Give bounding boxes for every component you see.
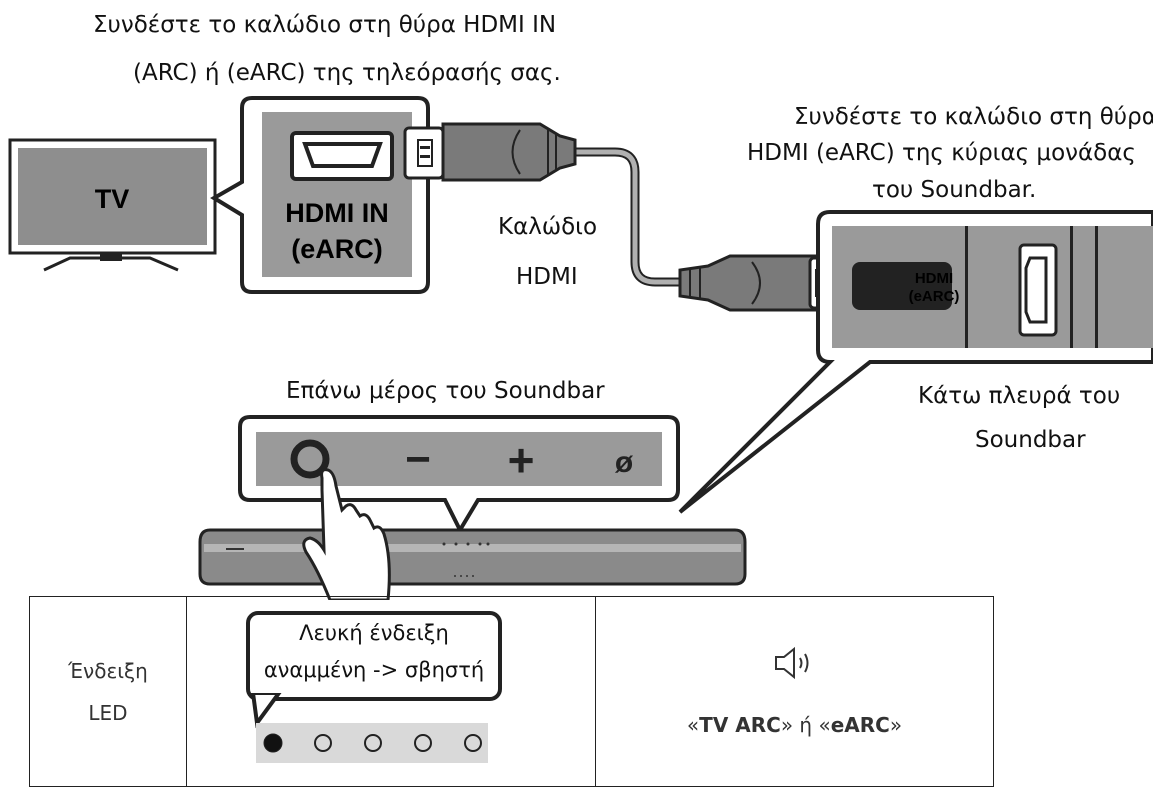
cable-caption-line2: HDMI [516,264,578,290]
led-strip [256,723,488,763]
volume-down-icon: − [405,435,431,484]
tv-label: TV [95,184,130,214]
volume-up-icon: + [508,434,535,486]
soundbar-icon [198,528,747,586]
soundbar-port-label-line2: (eARC) [909,288,960,305]
power-button-icon [290,439,330,479]
tv-port-label-line2: (eARC) [291,234,383,264]
tv-port-label-line1: HDMI IN [285,198,389,228]
led-row-label-cell: Ένδειξη LED [29,596,187,787]
led-mode-text: «TV ARC» ή «eARC» [596,713,993,737]
bottom-of-soundbar-caption-line1: Κάτω πλευρά του [918,383,1121,409]
soundbar-hdmi-port-callout: HDMI (eARC) [678,210,1153,514]
top-of-soundbar-caption: Επάνω μέρος του Soundbar [286,378,605,404]
tv-hdmi-port-callout: HDMI IN (eARC) [210,96,430,294]
soundbar-port-caption-line1: Συνδέστε το καλώδιο στη θύρα [794,104,1153,130]
led-callout: Λευκή ένδειξη αναμμένη -> σβηστή [246,611,502,701]
cable-caption-line1: Καλώδιο [498,214,598,240]
led-callout-line1: Λευκή ένδειξη [299,621,449,645]
mode-suffix: » [889,713,903,737]
led-dot-off [464,734,482,752]
led-dot-off [364,734,382,752]
soundbar-port-caption-line3: του Soundbar. [872,177,1037,203]
led-dot-off [314,734,332,752]
mic-off-icon: ø [615,446,634,479]
tv-port-caption-line2: (ARC) ή (eARC) της τηλεόρασής σας. [133,60,561,86]
led-state-cell: Λευκή ένδειξη αναμμένη -> σβηστή [186,596,596,787]
led-callout-line2: αναμμένη -> σβηστή [263,658,485,682]
speaker-sound-icon [775,646,809,680]
hand-pointer-icon [302,468,391,600]
hdmi-cable [403,122,848,312]
led-row-label-line2: LED [88,700,128,725]
bottom-of-soundbar-caption-line2: Soundbar [975,427,1086,453]
led-dot-off [414,734,432,752]
led-indicator-table: Ένδειξη LED Λευκή ένδειξη αναμμένη -> σβ… [29,596,994,787]
led-dot-on [263,733,283,753]
mode-prefix: « [686,713,700,737]
led-row-label-line1: Ένδειξη [68,658,148,683]
led-mode-cell: «TV ARC» ή «eARC» [595,596,994,787]
led-dots [263,733,482,753]
mode-separator: » ή « [780,713,831,737]
connection-diagram: TV HDMI IN (eARC) [8,96,1153,600]
hdmi-plug-tv-end [403,122,577,182]
soundbar-top-panel-callout: − + ø [238,415,680,535]
tv-icon: TV [8,138,217,272]
led-callout-pointer [251,693,282,729]
soundbar-port-label-line1: HDMI [915,270,953,287]
tv-port-caption-line1: Συνδέστε το καλώδιο στη θύρα HDMI IN [93,12,557,38]
mode-tv-arc: TV ARC [699,713,781,737]
mode-earc: eARC [830,713,890,737]
soundbar-port-caption-line2: HDMI (eARC) της κύριας μονάδας [747,140,1136,166]
